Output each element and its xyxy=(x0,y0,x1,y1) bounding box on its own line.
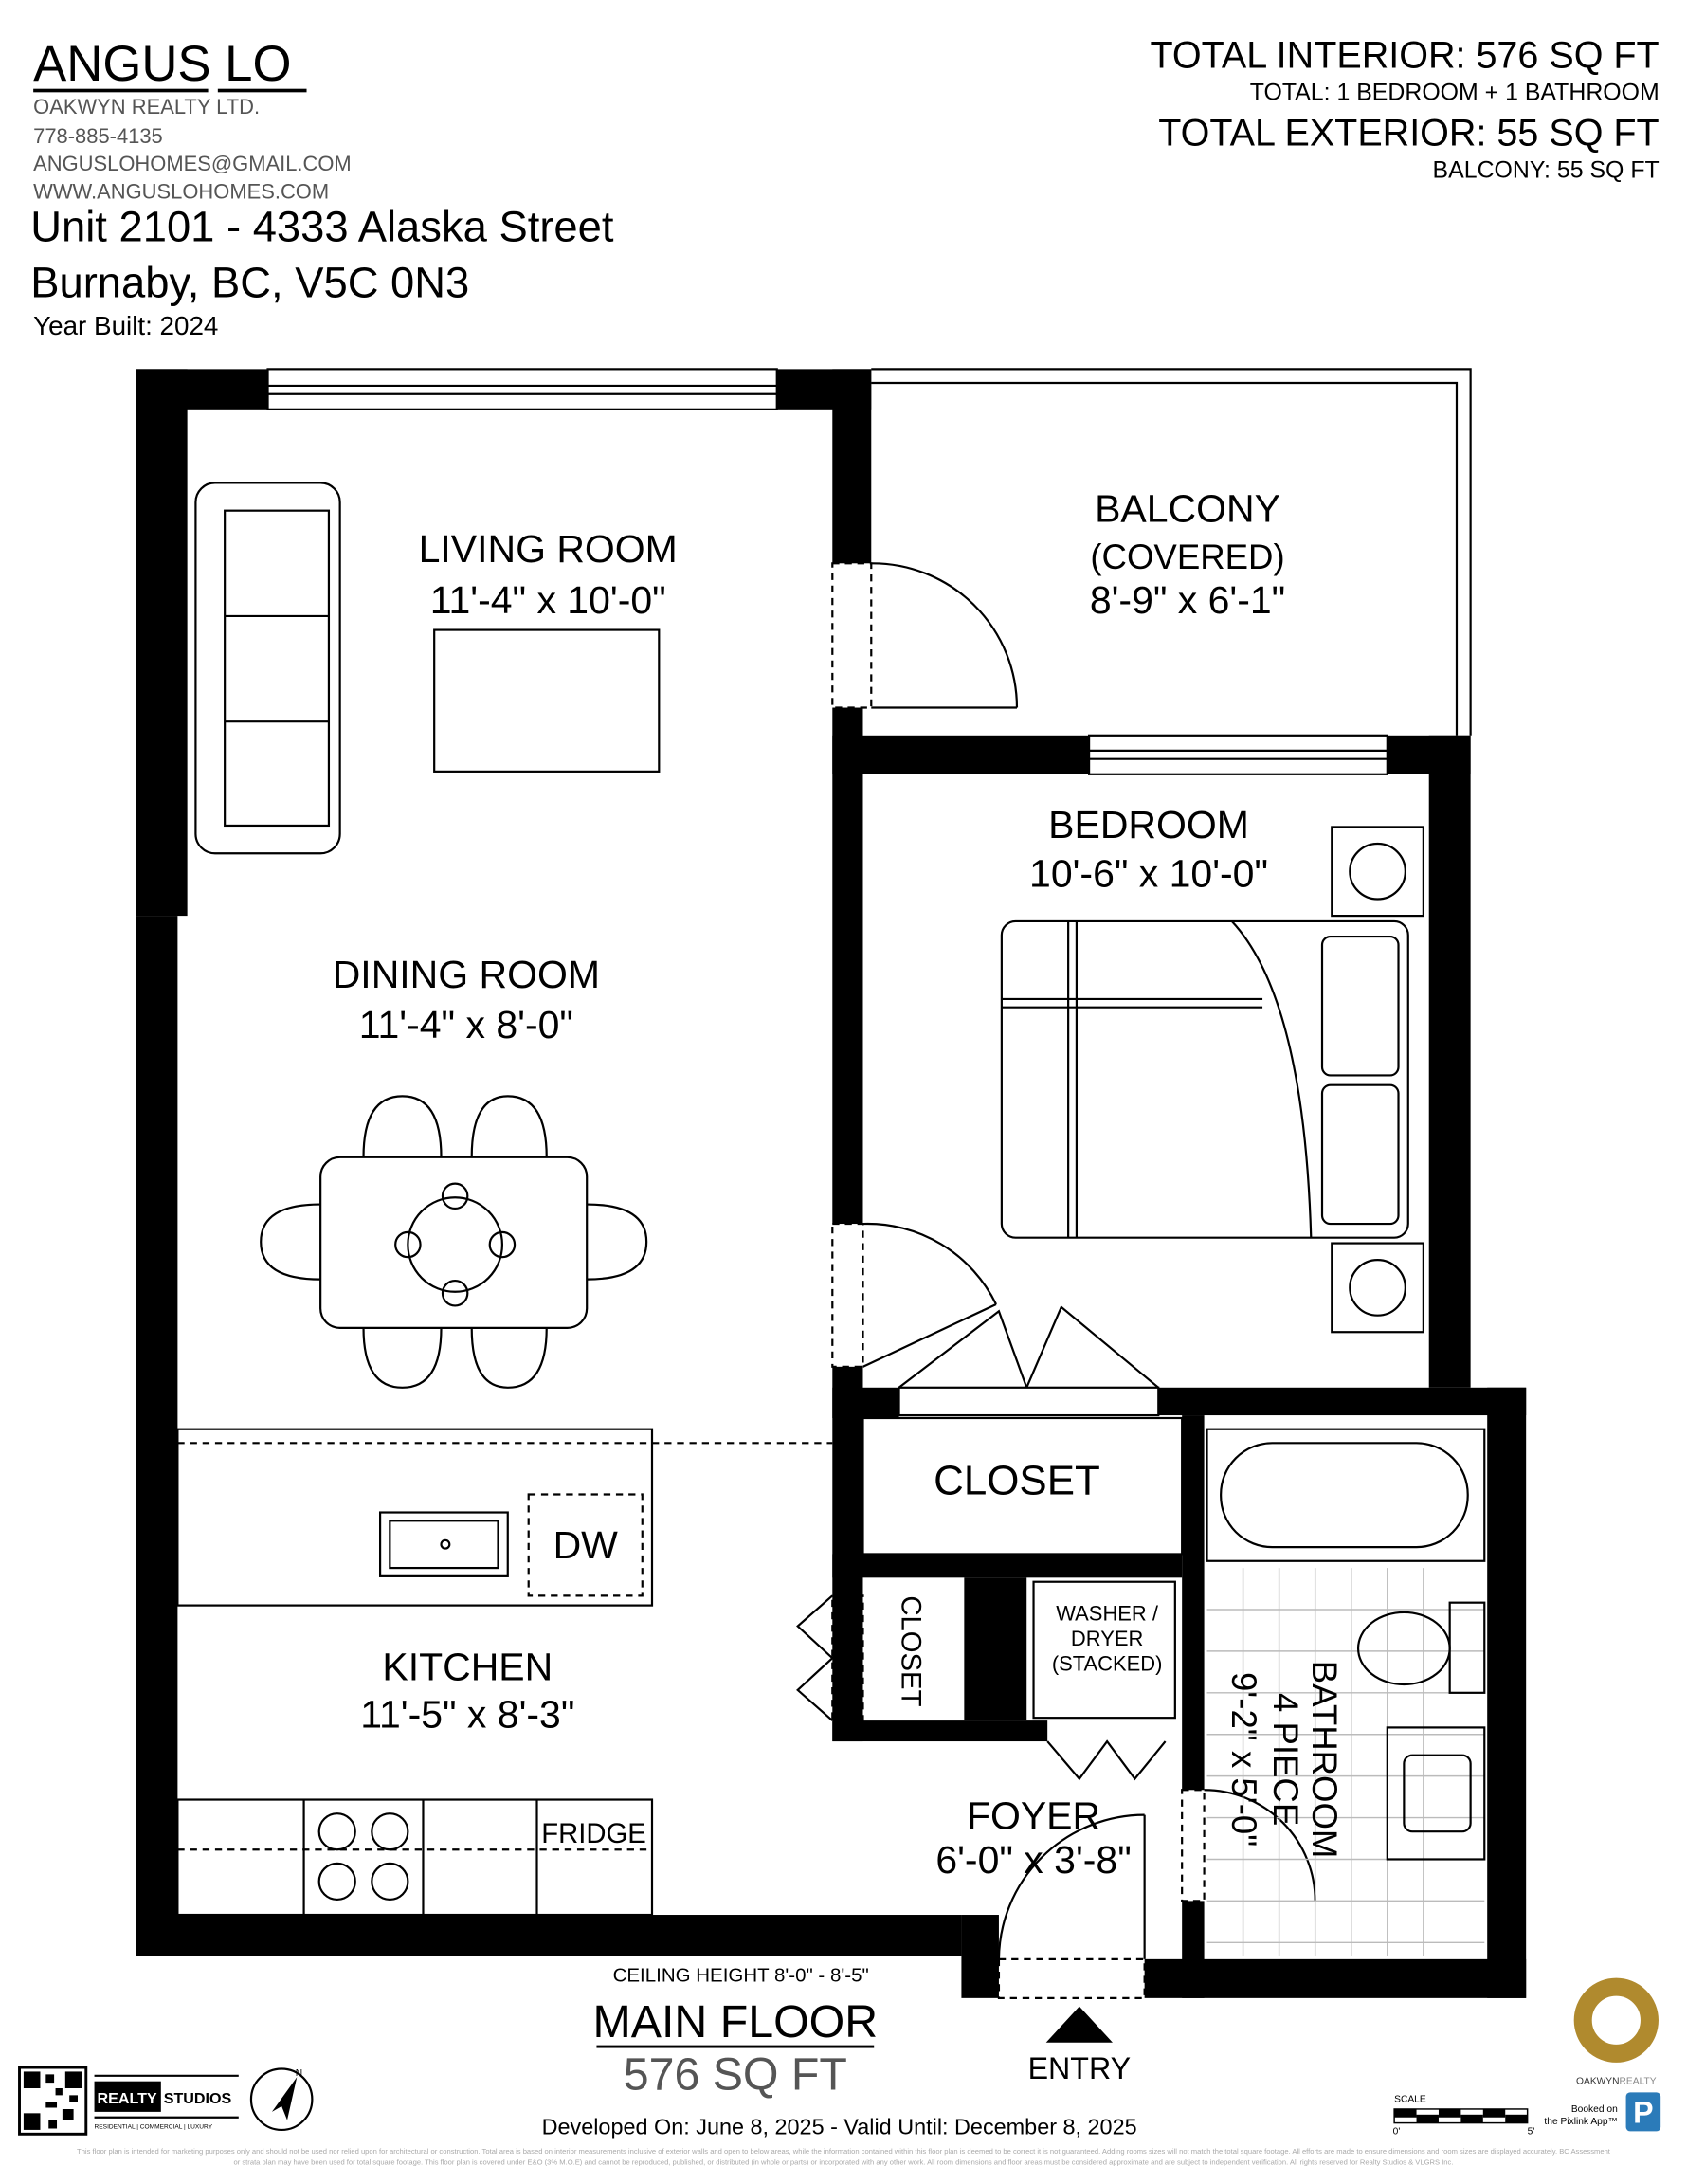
dishwasher-label: DW xyxy=(553,1523,619,1567)
nightstand xyxy=(1331,826,1424,1334)
svg-text:SCALE: SCALE xyxy=(1394,2095,1426,2105)
compass-icon: N xyxy=(249,2067,314,2132)
agent-email[interactable]: ANGUSLOHOMES@GMAIL.COM xyxy=(33,152,352,175)
bedroom-dims: 10'-6" x 10'-0" xyxy=(1029,851,1268,895)
balcony-label: BALCONY xyxy=(1095,486,1280,530)
kitchen-counter xyxy=(176,1798,654,1917)
coffee-table xyxy=(433,628,661,773)
laundry-label: WASHER / xyxy=(1056,1602,1159,1626)
walls xyxy=(136,369,1527,1998)
svg-text:0': 0' xyxy=(1393,2126,1401,2137)
closet-bifold-door[interactable] xyxy=(796,1594,864,1722)
kitchen-dims: 11'-5" x 8'-3" xyxy=(360,1692,574,1736)
bathroom-type: 4 PIECE xyxy=(1266,1693,1305,1826)
svg-text:REALTY: REALTY xyxy=(97,2090,156,2107)
floor-name-underline xyxy=(596,2045,875,2048)
svg-text:the Pixlink App™: the Pixlink App™ xyxy=(1544,2117,1617,2127)
window xyxy=(266,368,1388,775)
balcony-note: (COVERED) xyxy=(1090,537,1284,576)
pixlink-badge[interactable]: Booked on the Pixlink App™ P xyxy=(1544,2092,1661,2132)
door[interactable] xyxy=(831,1222,998,1368)
bedroom-label: BEDROOM xyxy=(1048,803,1249,846)
agent-brokerage: OAKWYN REALTY LTD. xyxy=(33,95,260,118)
oakwyn-realty-logo: OAKWYNREALTY xyxy=(1573,1977,1659,2087)
year-built: Year Built: 2024 xyxy=(33,311,218,340)
svg-text:STUDIOS: STUDIOS xyxy=(164,2090,232,2107)
dining-room-label: DINING ROOM xyxy=(333,953,600,996)
balcony-dims: 8'-9" x 6'-1" xyxy=(1090,578,1285,622)
address-line1: Unit 2101 - 4333 Alaska Street xyxy=(30,203,614,251)
svg-text:N: N xyxy=(296,2068,302,2079)
laundry-bifold-door[interactable] xyxy=(1046,1739,1167,1781)
door[interactable] xyxy=(831,562,1019,709)
agent-phone: 778-885-4135 xyxy=(33,124,163,148)
total-rooms: TOTAL: 1 BEDROOM + 1 BATHROOM xyxy=(1250,79,1660,105)
developed-dates: Developed On: June 8, 2025 - Valid Until… xyxy=(542,2114,1137,2138)
svg-text:5': 5' xyxy=(1528,2126,1535,2137)
total-interior: TOTAL INTERIOR: 576 SQ FT xyxy=(1150,35,1659,77)
toilet xyxy=(1356,1601,1486,1694)
agent-name-underline xyxy=(217,88,307,93)
foyer-label: FOYER xyxy=(967,1793,1100,1837)
closet-bifold-door[interactable] xyxy=(898,1305,1160,1417)
kitchen-label: KITCHEN xyxy=(382,1646,553,1689)
closet-outline xyxy=(862,1416,1184,1556)
scale-bar: SCALE 0' 5' xyxy=(1393,2095,1535,2138)
svg-text:Booked on: Booked on xyxy=(1571,2104,1618,2115)
foyer-dims: 6'-0" x 3'-8" xyxy=(935,1838,1131,1882)
svg-text:P: P xyxy=(1633,2096,1653,2130)
disclaimer: This floor plan is intended for marketin… xyxy=(77,2147,1611,2156)
laundry-outline xyxy=(1032,1580,1176,1720)
total-exterior: TOTAL EXTERIOR: 55 SQ FT xyxy=(1158,113,1659,155)
floor-name: MAIN FLOOR xyxy=(593,1996,879,2048)
living-room-label: LIVING ROOM xyxy=(419,527,678,571)
laundry-label: DRYER xyxy=(1071,1627,1143,1650)
svg-text:RESIDENTIAL | COMMERCIAL | LUX: RESIDENTIAL | COMMERCIAL | LUXURY xyxy=(95,2123,213,2130)
vanity-sink xyxy=(1386,1726,1486,1861)
dining-room-dims: 11'-4" x 8'-0" xyxy=(359,1003,573,1046)
living-room-dims: 11'-4" x 10'-0" xyxy=(430,578,666,622)
entry-door[interactable] xyxy=(997,1813,1146,1999)
bathtub xyxy=(1206,1428,1486,1562)
svg-text:OAKWYNREALTY: OAKWYNREALTY xyxy=(1576,2077,1657,2087)
ceiling-height: CEILING HEIGHT 8'-0" - 8'-5" xyxy=(613,1964,869,1986)
laundry-label: (STACKED) xyxy=(1052,1651,1163,1675)
sofa xyxy=(194,482,341,855)
entry-arrow-icon xyxy=(1045,2006,1113,2043)
disclaimer: or strata plan may have been used for to… xyxy=(234,2158,1454,2167)
agent-name: ANGUS LO xyxy=(33,36,291,92)
kitchen-island xyxy=(176,1428,833,1607)
fridge-label: FRIDGE xyxy=(541,1819,646,1849)
small-closet-label: CLOSET xyxy=(895,1595,925,1706)
total-balcony: BALCONY: 55 SQ FT xyxy=(1433,156,1660,183)
closet-label: CLOSET xyxy=(934,1457,1100,1503)
qr-code-icon[interactable] xyxy=(18,2066,88,2136)
agent-website[interactable]: WWW.ANGUSLOHOMES.COM xyxy=(33,179,329,203)
bathroom-dims: 9'-2" x 5'-0" xyxy=(1224,1672,1263,1847)
bathroom-label: BATHROOM xyxy=(1305,1661,1344,1859)
realty-studios-logo: REALTY STUDIOS RESIDENTIAL | COMMERCIAL … xyxy=(94,2074,239,2130)
dining-table xyxy=(260,1095,648,1389)
address-line2: Burnaby, BC, V5C 0N3 xyxy=(30,258,469,306)
entry-label: ENTRY xyxy=(1028,2051,1132,2085)
floor-area: 576 SQ FT xyxy=(624,2048,847,2100)
balcony-outline xyxy=(871,368,1472,736)
bed xyxy=(1000,919,1409,1239)
agent-name-underline xyxy=(33,88,209,93)
